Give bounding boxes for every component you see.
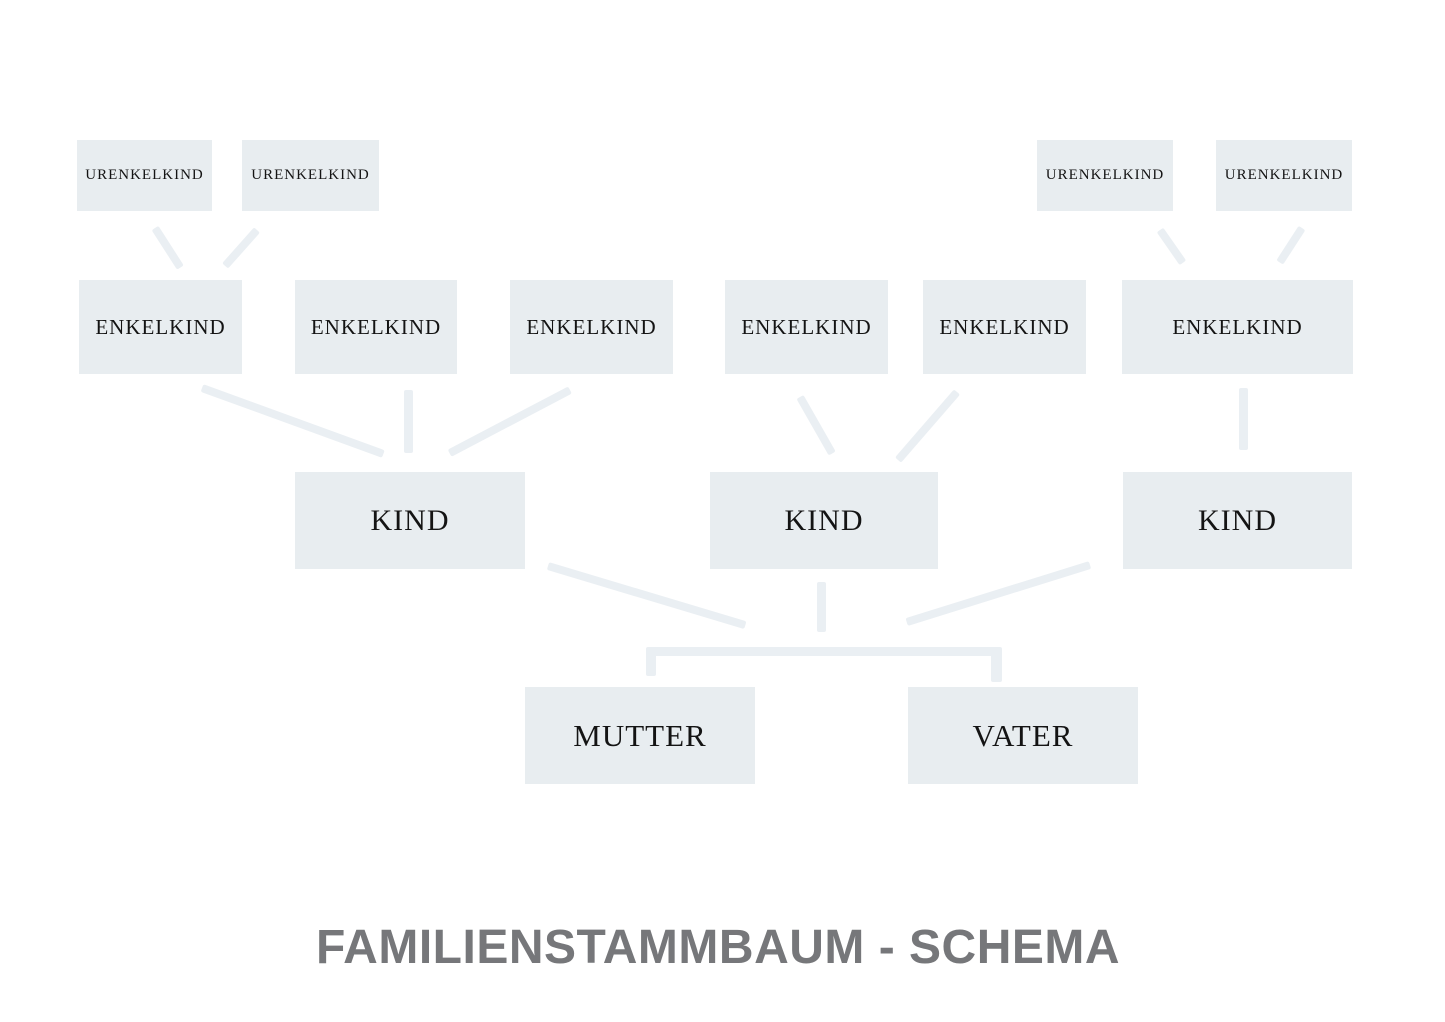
connector-bracket-leg-left bbox=[646, 647, 656, 676]
node-mutter: MUTTER bbox=[525, 687, 755, 784]
connector-line bbox=[1239, 388, 1248, 450]
node-label: ENKELKIND bbox=[526, 314, 657, 339]
node-kind-3: KIND bbox=[1123, 472, 1352, 569]
node-enkelkind-2: ENKELKIND bbox=[295, 280, 457, 374]
connector-line bbox=[905, 561, 1092, 626]
node-kind-1: KIND bbox=[295, 472, 525, 569]
node-label: URENKELKIND bbox=[1224, 167, 1344, 183]
node-enkelkind-1: ENKELKIND bbox=[79, 280, 242, 374]
node-label: ENKELKIND bbox=[95, 314, 226, 339]
node-vater: VATER bbox=[908, 687, 1138, 784]
node-urenkelkind-1: URENKELKIND bbox=[77, 140, 212, 211]
node-label: ENKELKIND bbox=[939, 314, 1070, 339]
connector-line bbox=[1156, 227, 1187, 266]
connector-line bbox=[404, 390, 413, 453]
node-urenkelkind-3: URENKELKIND bbox=[1037, 140, 1173, 211]
node-enkelkind-3: ENKELKIND bbox=[510, 280, 673, 374]
node-enkelkind-5: ENKELKIND bbox=[923, 280, 1086, 374]
node-enkelkind-4: ENKELKIND bbox=[725, 280, 888, 374]
connector-line bbox=[222, 227, 260, 269]
node-label: VATER bbox=[972, 717, 1074, 753]
connector-line bbox=[796, 395, 836, 456]
node-label: MUTTER bbox=[573, 717, 707, 753]
node-label: URENKELKIND bbox=[251, 167, 370, 183]
connector-line bbox=[151, 225, 184, 270]
node-label: URENKELKIND bbox=[85, 167, 204, 183]
node-label: KIND bbox=[370, 503, 450, 537]
diagram-title: FAMILIENSTAMMBAUM - SCHEMA bbox=[316, 921, 1121, 974]
node-label: URENKELKIND bbox=[1045, 167, 1165, 183]
node-label: KIND bbox=[1198, 503, 1277, 537]
node-urenkelkind-2: URENKELKIND bbox=[242, 140, 379, 211]
node-label: KIND bbox=[784, 503, 864, 537]
connector-line bbox=[1276, 225, 1306, 265]
connector-bracket-leg-right bbox=[991, 647, 1002, 682]
connector-bracket-horizontal bbox=[650, 647, 1000, 656]
node-kind-2: KIND bbox=[710, 472, 938, 569]
node-enkelkind-6: ENKELKIND bbox=[1122, 280, 1353, 374]
connector-line bbox=[200, 384, 385, 458]
node-urenkelkind-4: URENKELKIND bbox=[1216, 140, 1352, 211]
node-label: ENKELKIND bbox=[310, 314, 442, 339]
connector-line bbox=[546, 562, 747, 630]
connector-line bbox=[447, 386, 572, 457]
node-label: ENKELKIND bbox=[1172, 314, 1303, 339]
connector-line bbox=[895, 389, 961, 463]
node-label: ENKELKIND bbox=[741, 314, 872, 339]
connector-line bbox=[817, 582, 826, 632]
